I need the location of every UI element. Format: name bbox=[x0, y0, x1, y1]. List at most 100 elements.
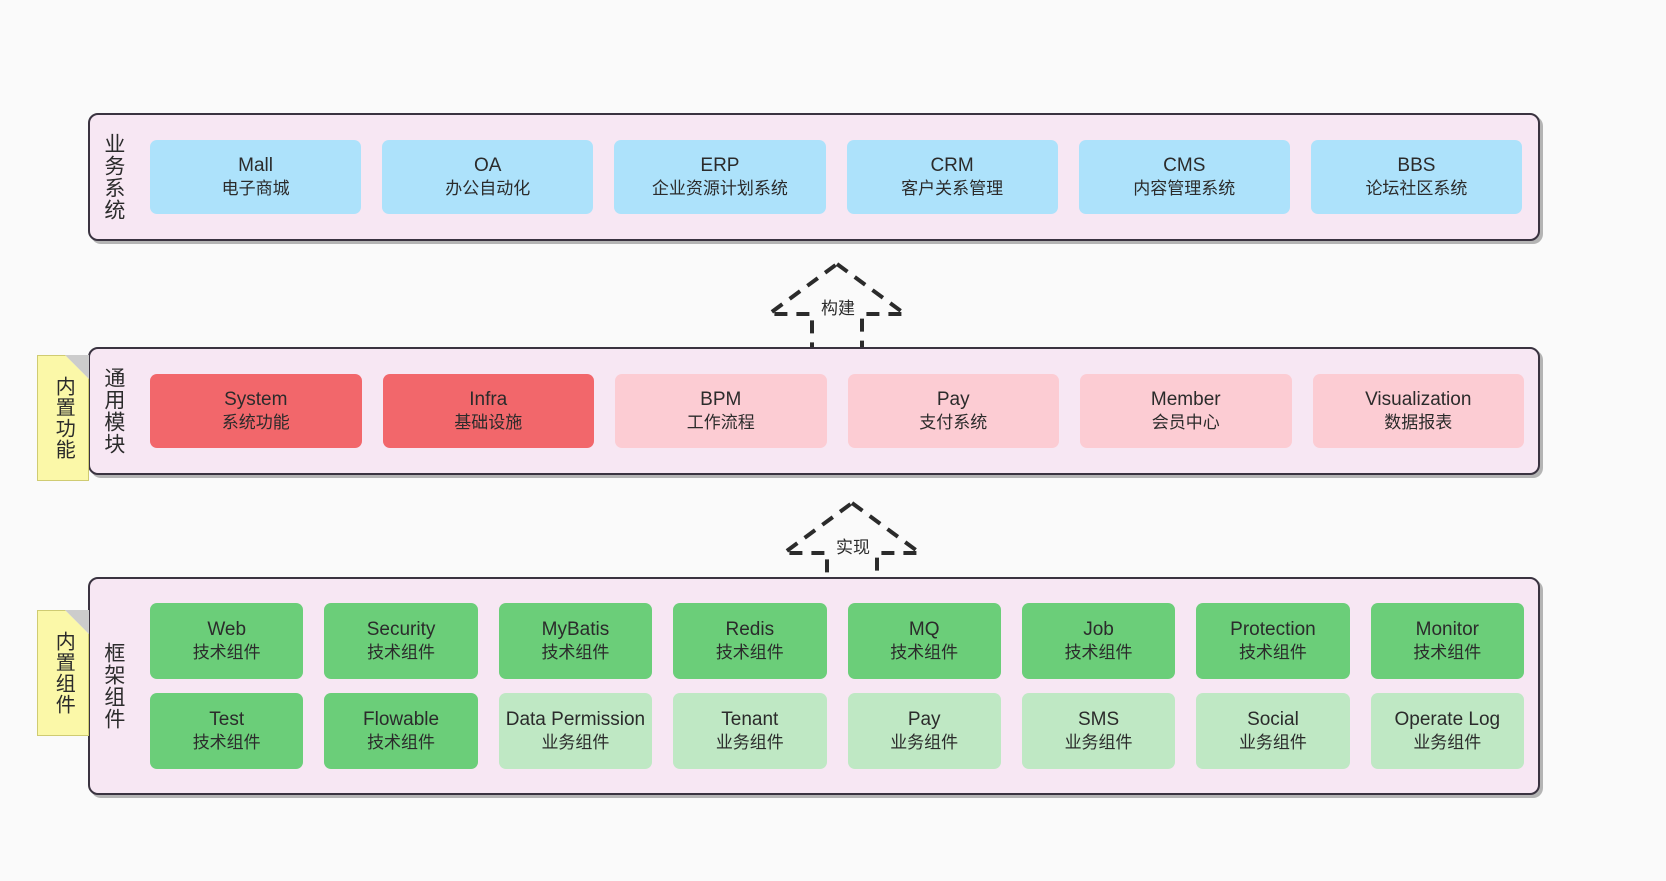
card-description: 技术组件 bbox=[192, 733, 261, 753]
layer-title-common: 通用模块 bbox=[101, 367, 125, 455]
card-description: 会员中心 bbox=[1151, 413, 1220, 433]
card-name: Operate Log bbox=[1394, 709, 1501, 731]
card-name: Security bbox=[366, 619, 436, 641]
card-description: 支付系统 bbox=[919, 413, 988, 433]
card-name: SMS bbox=[1077, 709, 1120, 731]
connector-implement: 实现 bbox=[772, 495, 932, 595]
connector-build: 构建 bbox=[757, 256, 917, 356]
card-name: Member bbox=[1150, 389, 1221, 411]
card-description: 技术组件 bbox=[1064, 643, 1133, 663]
card-description: 技术组件 bbox=[890, 643, 959, 663]
card-description: 内容管理系统 bbox=[1133, 179, 1236, 199]
card-description: 技术组件 bbox=[1413, 643, 1482, 663]
card-name: System bbox=[224, 389, 288, 411]
card-description: 论坛社区系统 bbox=[1365, 179, 1468, 199]
card-description: 电子商城 bbox=[221, 179, 290, 199]
card-name: Pay bbox=[936, 389, 970, 411]
card-name: CRM bbox=[930, 155, 974, 177]
card-description: 技术组件 bbox=[1238, 643, 1307, 663]
card-name: Test bbox=[209, 709, 245, 731]
card-name: ERP bbox=[700, 155, 740, 177]
card-name: Job bbox=[1083, 619, 1114, 641]
card-name: Flowable bbox=[363, 709, 440, 731]
card-description: 业务组件 bbox=[1413, 733, 1482, 753]
card-description: 技术组件 bbox=[192, 643, 261, 663]
card-description: 业务组件 bbox=[1064, 733, 1133, 753]
card-name: Infra bbox=[469, 389, 508, 411]
dashed-hollow-arrow-icon bbox=[762, 261, 912, 356]
card-description: 数据报表 bbox=[1384, 413, 1453, 433]
card-name: Visualization bbox=[1365, 389, 1472, 411]
dashed-hollow-arrow-icon bbox=[777, 500, 927, 595]
connector-label-implement: 实现 bbox=[834, 533, 872, 558]
card-name: MyBatis bbox=[541, 619, 610, 641]
sticky-note-builtin-function: 内置功能 bbox=[37, 355, 89, 481]
sticky-note-builtin-component: 内置组件 bbox=[37, 610, 89, 736]
card-description: 系统功能 bbox=[221, 413, 290, 433]
card-name: Mall bbox=[238, 155, 273, 177]
card-name: Social bbox=[1247, 709, 1299, 731]
card-name: CMS bbox=[1163, 155, 1206, 177]
card-description: 技术组件 bbox=[367, 643, 436, 663]
card-description: 业务组件 bbox=[890, 733, 959, 753]
card-description: 技术组件 bbox=[715, 643, 784, 663]
card-description: 技术组件 bbox=[541, 643, 610, 663]
card-name: MQ bbox=[908, 619, 940, 641]
card-description: 企业资源计划系统 bbox=[651, 179, 788, 199]
card-name: Redis bbox=[725, 619, 775, 641]
card-name: Web bbox=[207, 619, 247, 641]
card-name: Data Permission bbox=[505, 709, 646, 731]
card-name: Monitor bbox=[1415, 619, 1479, 641]
layer-title-framework: 框架组件 bbox=[101, 642, 125, 730]
layer-title-business: 业务系统 bbox=[101, 133, 125, 221]
card-description: 客户关系管理 bbox=[901, 179, 1004, 199]
card-name: OA bbox=[474, 155, 502, 177]
card-description: 业务组件 bbox=[1238, 733, 1307, 753]
connector-label-build: 构建 bbox=[819, 294, 857, 319]
card-description: 办公自动化 bbox=[445, 179, 531, 199]
card-name: BBS bbox=[1397, 155, 1436, 177]
card-description: 业务组件 bbox=[541, 733, 610, 753]
card-description: 工作流程 bbox=[686, 413, 755, 433]
card-name: Protection bbox=[1230, 619, 1316, 641]
